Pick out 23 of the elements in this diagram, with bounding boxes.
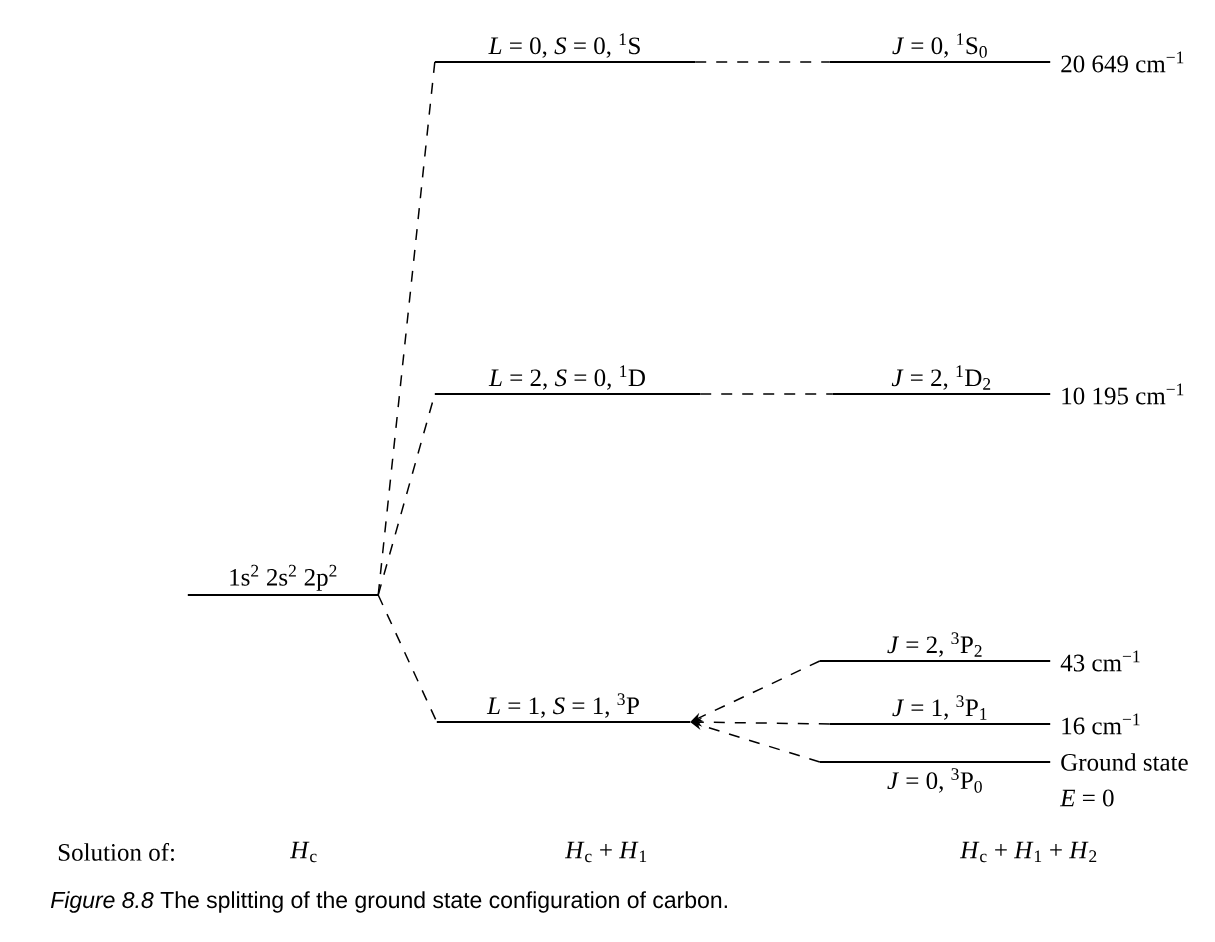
energy-level: 1s$^{2}$ 2s$^{2}$ 2p$^{2}$ bbox=[186, 564, 380, 596]
energy-value: Ground state bbox=[1061, 753, 1188, 771]
energy-level: L = 1, S = 1, $^{3}$P bbox=[435, 693, 692, 723]
figure-caption: Figure 8.8 The splitting of the ground state configuration of carbon. bbox=[50, 891, 727, 913]
energy-value: 16 cm$^{−1}$ bbox=[1062, 713, 1140, 735]
row-label: Solution of: bbox=[58, 843, 174, 861]
energy-level: J = 1, $^{3}$P$_{1}$ bbox=[828, 695, 1052, 725]
row-label: H$_{c}$ bbox=[289, 841, 317, 863]
energy-level: J = 0, $^{1}$S$_{0}$ bbox=[828, 33, 1052, 63]
energy-level: L = 0, S = 0, $^{1}$S bbox=[433, 33, 697, 63]
energy-level: J = 2, $^{3}$P$_{2}$ bbox=[818, 632, 1052, 662]
energy-level: J = 2, $^{1}$D$_{2}$ bbox=[831, 365, 1052, 395]
row-label: H$_{c}$ + H$_{1}$ + H$_{2}$ bbox=[959, 841, 1097, 863]
energy-level: L = 2, S = 0, $^{1}$D bbox=[433, 365, 702, 395]
energy-level: J = 0, $^{3}$P$_{0}$ bbox=[818, 761, 1052, 793]
energy-value: 10 195 cm$^{−1}$ bbox=[1062, 383, 1184, 405]
row-label: H$_{c}$ + H$_{1}$ bbox=[564, 841, 647, 863]
energy-value: E = 0 bbox=[1059, 789, 1114, 807]
energy-value: 43 cm$^{−1}$ bbox=[1060, 650, 1140, 672]
energy-value: 20 649 cm$^{−1}$ bbox=[1061, 51, 1184, 73]
dashed-connector bbox=[377, 61, 436, 596]
dashed-connector bbox=[694, 61, 831, 63]
dashed-connector bbox=[699, 393, 834, 395]
